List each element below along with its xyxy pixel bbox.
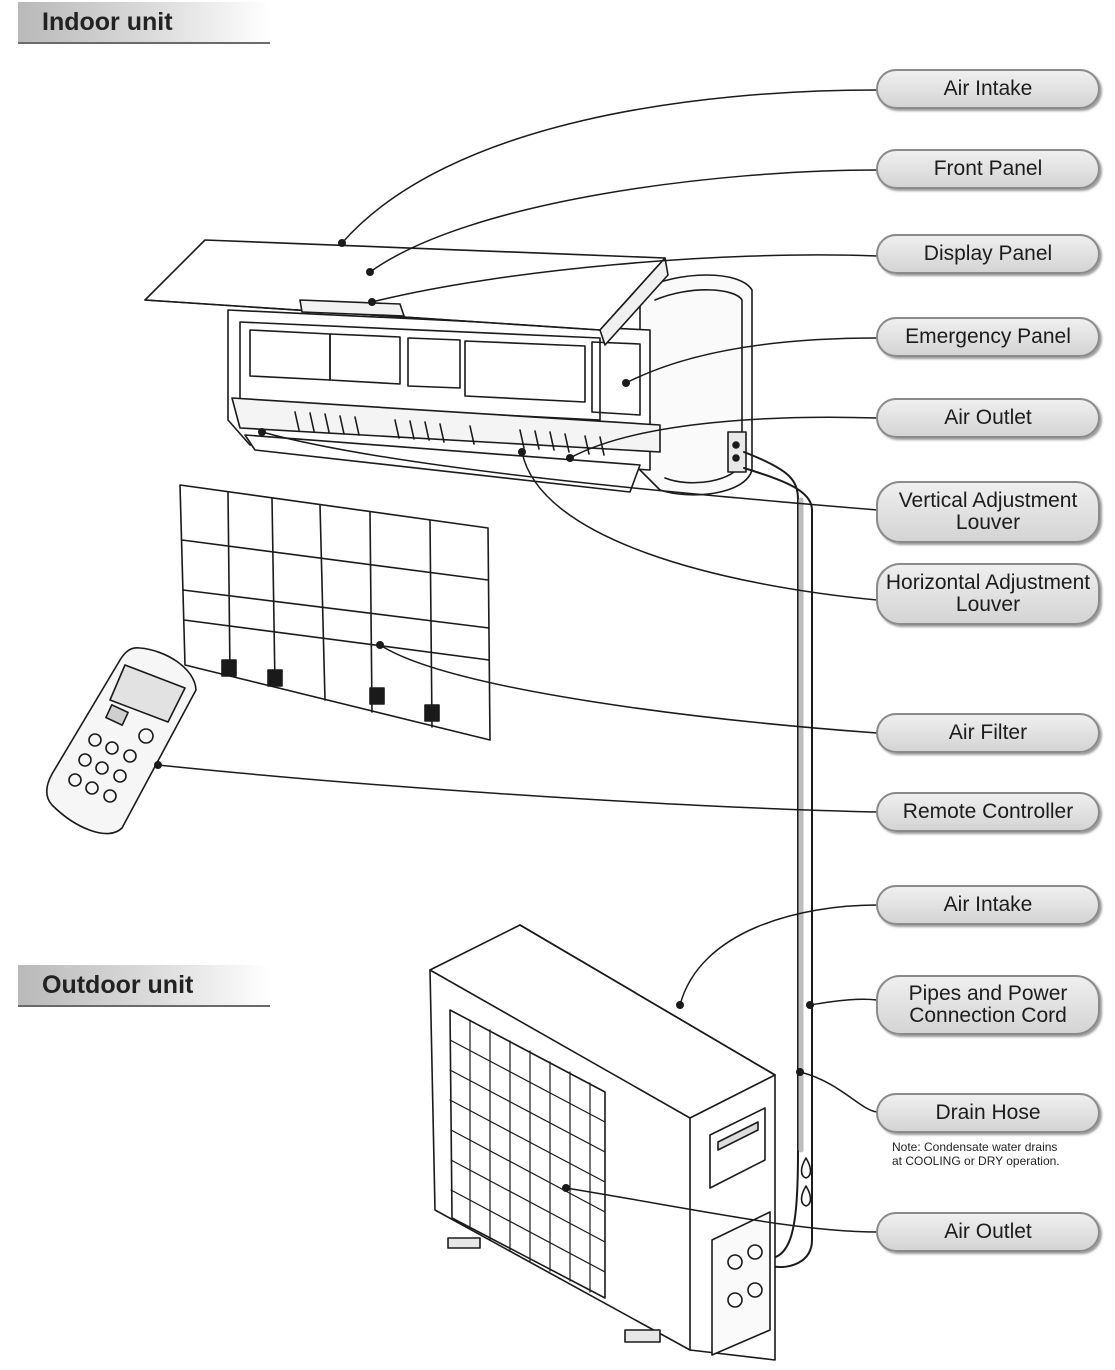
outdoor-unit-title: Outdoor unit (42, 971, 194, 999)
label-air-intake-indoor: Air Intake (876, 69, 1100, 109)
label-horizontal-adjustment-louver: Horizontal Adjustment Louver (876, 563, 1100, 625)
label-text: Air Outlet (944, 405, 1032, 429)
indoor-unit-title: Indoor unit (42, 8, 173, 36)
label-text: Display Panel (923, 241, 1053, 265)
label-text-line1: Pipes and Power (908, 981, 1068, 1005)
note-line1: Note: Condensate water drains (892, 1140, 1058, 1154)
label-air-outlet-indoor: Air Outlet (876, 398, 1100, 438)
label-pipes-and-power-cord: Pipes and Power Connection Cord (876, 975, 1100, 1035)
indoor-unit-drawing (144, 239, 753, 496)
pipe-run-drawing (743, 451, 813, 1268)
leader-lines (157, 89, 878, 1233)
outdoor-unit-header: Outdoor unit (18, 965, 270, 1007)
label-text: Air Intake (943, 76, 1033, 100)
label-text: Emergency Panel (905, 324, 1071, 348)
label-vertical-adjustment-louver: Vertical Adjustment Louver (876, 481, 1100, 543)
label-air-outlet-outdoor: Air Outlet (876, 1212, 1100, 1252)
label-text-line2: Connection Cord (909, 1004, 1067, 1027)
label-air-filter: Air Filter (876, 713, 1100, 753)
air-filter-drawing (179, 484, 491, 741)
label-text-line1: Horizontal Adjustment (885, 570, 1091, 594)
label-drain-hose: Drain Hose (876, 1093, 1100, 1133)
label-emergency-panel: Emergency Panel (876, 317, 1100, 357)
indoor-unit-header: Indoor unit (18, 2, 270, 44)
label-display-panel: Display Panel (876, 234, 1100, 274)
condensate-note: Note: Condensate water drains at COOLING… (892, 1140, 1102, 1169)
note-line2: at COOLING or DRY operation. (892, 1154, 1060, 1169)
remote-controller-drawing (45, 647, 197, 835)
label-text: Air Outlet (944, 1219, 1032, 1243)
label-text-line1: Vertical Adjustment (898, 488, 1078, 512)
label-text-line2: Louver (955, 511, 1021, 534)
label-text: Drain Hose (935, 1100, 1041, 1124)
leader-dots (154, 239, 814, 1192)
label-text: Air Intake (943, 892, 1033, 916)
label-text: Air Filter (948, 720, 1028, 744)
label-air-intake-outdoor: Air Intake (876, 885, 1100, 925)
outdoor-unit-drawing (429, 924, 776, 1361)
label-front-panel: Front Panel (876, 149, 1100, 189)
label-text-line2: Louver (955, 593, 1021, 616)
label-text: Remote Controller (902, 799, 1074, 823)
label-text: Front Panel (933, 156, 1043, 180)
label-remote-controller: Remote Controller (876, 792, 1100, 832)
